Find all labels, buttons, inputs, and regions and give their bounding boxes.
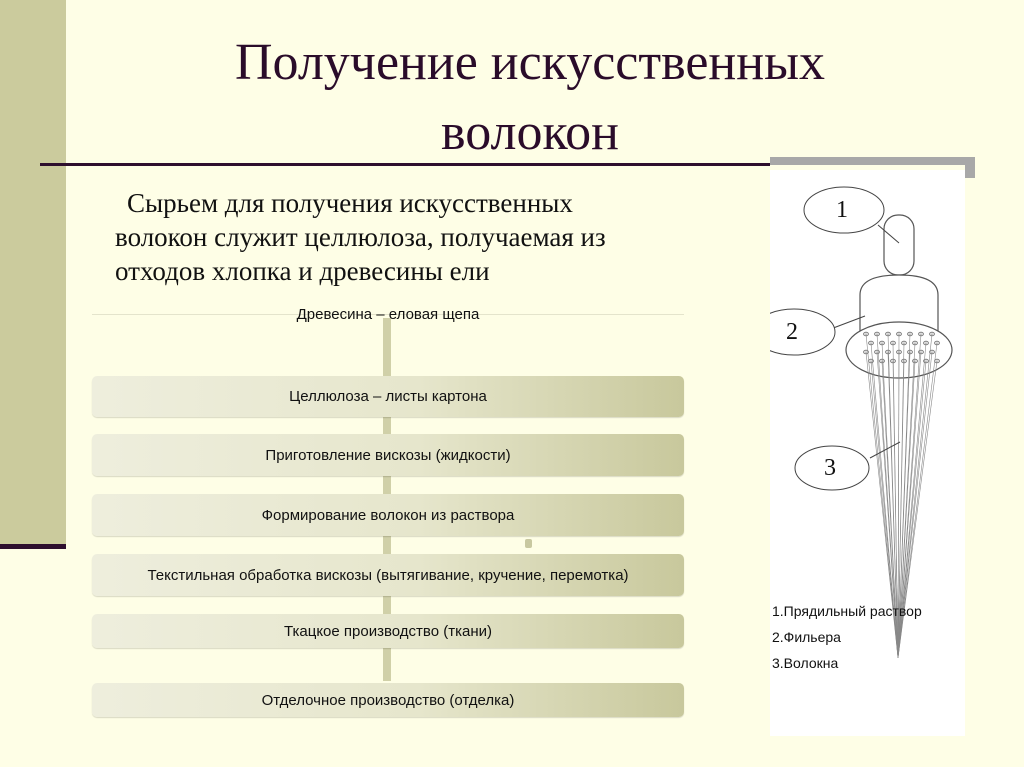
fiber-line	[865, 351, 899, 659]
callout-leader	[869, 441, 901, 459]
title-underline-gray	[770, 157, 975, 165]
figure-legend: 1.Прядильный раствор 2.Фильера 3.Волокна	[772, 598, 922, 676]
callout-label-3: 3	[824, 455, 836, 481]
spinneret-body	[859, 274, 939, 336]
intro-line: отходов хлопка и древесины ели	[115, 256, 490, 286]
fiber-line	[897, 360, 927, 659]
flow-step: Формирование волокон из раствора	[92, 494, 684, 536]
fiber-line	[897, 360, 905, 659]
spinneret-figure	[752, 170, 965, 736]
title-underline	[40, 163, 770, 166]
fiber-line	[865, 333, 899, 659]
fiber-line	[870, 360, 899, 659]
callout-label-1: 1	[836, 197, 848, 223]
title-line-2: волокон	[441, 104, 619, 161]
flow-step: Приготовление вискозы (жидкости)	[92, 434, 684, 476]
legend-item: 3.Волокна	[772, 655, 839, 671]
slide-title: Получение искусственных волокон	[80, 28, 980, 168]
fiber-line	[897, 333, 933, 659]
flow-step: Текстильная обработка вискозы (вытягиван…	[92, 554, 684, 596]
fiber-line	[897, 342, 938, 659]
fiber-line	[876, 351, 899, 659]
callout-1	[803, 186, 885, 234]
fiber-line	[897, 360, 916, 659]
fiber-line	[887, 351, 899, 659]
fiber-line	[897, 351, 911, 659]
fiber-line	[881, 360, 899, 659]
callout-label-2: 2	[786, 319, 798, 345]
intro-line: волокон служит целлюлоза, получаемая из	[115, 222, 606, 252]
flow-top-label: Древесина – еловая щепа	[296, 306, 480, 323]
legend-item: 1.Прядильный раствор	[772, 603, 922, 619]
callout-leader	[877, 224, 900, 244]
legend-item: 2.Фильера	[772, 629, 841, 645]
title-line-1: Получение искусственных	[234, 34, 826, 91]
fiber-line	[897, 351, 922, 659]
callout-3	[794, 445, 870, 491]
callout-2	[752, 308, 836, 356]
flow-step: Целлюлоза – листы картона	[92, 376, 684, 417]
side-band	[0, 0, 66, 545]
solution-tube	[883, 214, 915, 276]
fiber-line	[892, 360, 899, 659]
flow-top-line	[92, 314, 684, 315]
fiber-line	[897, 351, 933, 659]
fiber-line	[897, 360, 938, 659]
spinneret-diagram	[752, 186, 953, 659]
intro-text: Сырьем для получения искусственных волок…	[115, 186, 705, 288]
intro-line: Сырьем для получения искусственных	[127, 188, 573, 218]
decorative-dot	[525, 539, 532, 548]
fiber-line	[897, 351, 900, 659]
decorative-tab	[965, 165, 975, 178]
flow-step: Отделочное производство (отделка)	[92, 683, 684, 717]
side-band-divider	[0, 544, 66, 549]
flow-step: Ткацкое производство (ткани)	[92, 614, 684, 648]
